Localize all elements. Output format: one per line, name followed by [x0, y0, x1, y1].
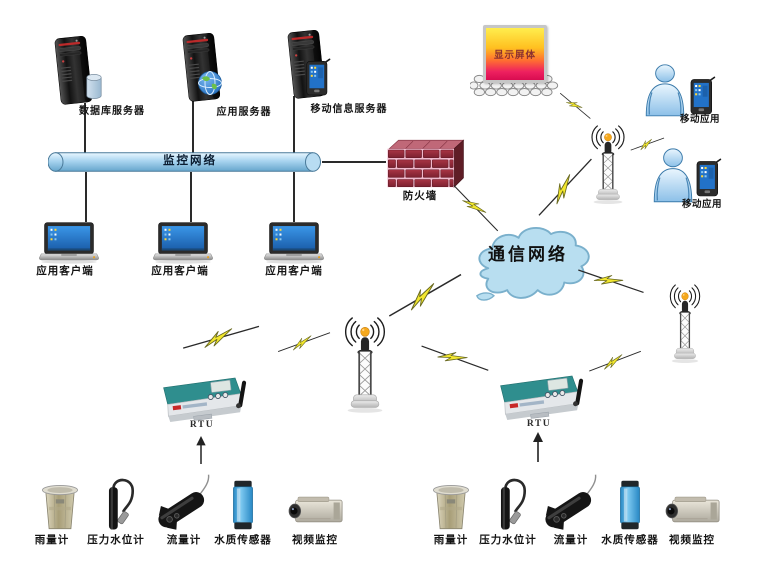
globe-icon: [197, 70, 223, 96]
water-quality-sensor-icon: [617, 478, 643, 532]
antenna-tower-icon: [336, 312, 394, 414]
mobile-device-icon: [694, 158, 722, 198]
client-label: 应用客户端: [36, 266, 94, 277]
cloud-label: 通信网络: [488, 245, 568, 264]
connector-line: [85, 172, 87, 222]
cloud-shape: [476, 227, 590, 301]
mobile-user-label: 移动应用: [679, 115, 720, 125]
client-label: 应用客户端: [265, 266, 323, 277]
lightning-bolt-icon: [275, 326, 332, 358]
server-label: 数据库服务器: [79, 106, 145, 117]
sensor-label: 视频监控: [292, 535, 338, 546]
water-quality-sensor-icon: [230, 478, 256, 532]
display-board: 显示屏体: [483, 25, 547, 83]
pda-icon: [304, 58, 331, 97]
lightning-bolt-icon: [418, 337, 492, 379]
connector-line: [293, 96, 295, 153]
up-arrow-icon: [531, 432, 545, 462]
sensor-label: 流量计: [553, 535, 589, 546]
lightning-bolt-icon: [383, 264, 467, 325]
water-level-meter-icon: [486, 474, 530, 534]
database-cylinder-icon: [85, 73, 103, 100]
sensor-label: 压力水位计: [479, 535, 537, 546]
sensor-label: 水质传感器: [214, 535, 272, 546]
sensor-label: 流量计: [166, 535, 202, 546]
connector-line: [322, 161, 386, 163]
sensor-label: 雨量计: [34, 535, 70, 546]
bus-label: 监控网络: [163, 155, 217, 167]
connector-line: [84, 103, 86, 153]
antenna-tower-icon: [663, 280, 707, 364]
rtu-label: RTU: [526, 419, 552, 429]
video-camera-icon: [284, 492, 346, 530]
connector-line: [293, 172, 295, 222]
water-level-meter-icon: [94, 474, 138, 534]
firewall-label: 防火墙: [402, 191, 438, 202]
rtu-icon: [156, 372, 254, 426]
connector-line: [190, 172, 192, 222]
display-board-label: 显示屏体: [493, 51, 536, 61]
server-label: 移动信息服务器: [310, 104, 388, 115]
video-camera-icon: [661, 492, 723, 530]
lightning-bolt-icon: [586, 344, 643, 377]
person-icon: [640, 63, 690, 117]
sensor-label: 压力水位计: [87, 535, 145, 546]
rain-gauge-icon: [425, 480, 477, 532]
server-label: 应用服务器: [216, 107, 272, 118]
laptop-icon: [36, 222, 102, 264]
up-arrow-icon: [194, 436, 208, 464]
lightning-bolt-icon: [180, 316, 262, 357]
client-label: 应用客户端: [151, 266, 209, 277]
connector-line: [192, 100, 194, 153]
rtu-icon: [493, 370, 591, 424]
sensor-label: 雨量计: [433, 535, 469, 546]
mobile-device-icon: [688, 76, 716, 116]
lightning-bolt-icon: [557, 88, 595, 123]
flow-meter-icon: [533, 472, 605, 534]
rtu-label: RTU: [189, 420, 215, 430]
laptop-icon: [150, 222, 216, 264]
laptop-icon: [261, 222, 327, 264]
person-icon: [648, 147, 698, 203]
sensor-label: 视频监控: [669, 535, 715, 546]
flow-meter-icon: [146, 472, 218, 534]
network-bus: [48, 152, 321, 172]
mobile-user-label: 移动应用: [681, 200, 722, 210]
rain-gauge-icon: [34, 480, 86, 532]
sensor-label: 水质传感器: [601, 535, 659, 546]
